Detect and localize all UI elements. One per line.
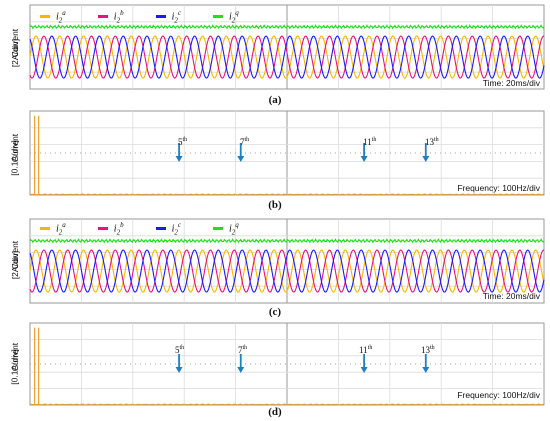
harmonic-label-11th: 11th — [359, 345, 373, 355]
legend-c: i2a i2b i2c i2q — [40, 221, 239, 236]
series-line-i2c — [29, 35, 545, 79]
harmonic-label-7th: 7th — [238, 345, 248, 355]
harmonic-arrow-head-11th — [360, 156, 368, 162]
time-scale-label: Time: 20ms/div — [482, 291, 540, 301]
spectrum-noise-floor — [29, 403, 545, 406]
series-line-i2a — [29, 249, 545, 293]
legend-label-c: i2c — [171, 9, 181, 25]
time-scale-label: Time: 20ms/div — [482, 78, 540, 88]
legend-label-q: i2q — [228, 9, 239, 25]
series-line-i2c — [29, 249, 545, 293]
waveform-plot-a — [29, 4, 545, 90]
spectrum-plot-d — [29, 322, 545, 406]
harmonic-arrow-head-11th — [360, 367, 368, 373]
series-line-i2q — [29, 24, 545, 30]
harmonic-label-13th: 13th — [421, 345, 435, 355]
harmonic-label-11th: 11th — [363, 137, 377, 147]
series-line-i2q — [29, 238, 545, 244]
caption-c: (c) — [268, 306, 282, 318]
legend-swatch-b — [97, 227, 108, 231]
panel-c: Current [2A/div] i2a i2b i2c i2q Time: 2… — [0, 214, 550, 320]
legend-label-b: i2b — [113, 9, 124, 25]
legend-swatch-a — [40, 15, 50, 19]
legend-label-q: i2q — [228, 221, 239, 237]
waveform-plot-c — [29, 218, 545, 304]
caption-b: (b) — [268, 199, 282, 211]
harmonic-label-5th: 5th — [175, 345, 185, 355]
harmonic-label-7th: 7th — [240, 137, 250, 147]
harmonic-arrow-head-5th — [175, 156, 183, 162]
legend-swatch-c — [155, 15, 166, 19]
harmonic-label-13th: 13th — [425, 137, 439, 147]
caption-d: (d) — [268, 406, 282, 418]
legend-label-c: i2c — [171, 221, 181, 237]
panel-a: Current [2A/div] i2a i2b i2c i2q Time: 2… — [0, 0, 550, 108]
series-line-i2b — [29, 249, 545, 293]
legend-swatch-q — [212, 227, 223, 231]
frequency-scale-label: Frequency: 100Hz/div — [457, 183, 540, 193]
harmonic-arrow-head-13th — [422, 156, 430, 162]
legend-a: i2a i2b i2c i2q — [40, 9, 239, 24]
spectrum-noise-floor — [29, 193, 545, 196]
series-line-i2b — [29, 35, 545, 79]
harmonic-arrow-head-7th — [237, 367, 245, 373]
harmonic-arrow-head-13th — [422, 367, 430, 373]
legend-swatch-a — [40, 227, 50, 231]
legend-swatch-q — [212, 15, 223, 19]
harmonic-arrow-head-5th — [175, 367, 183, 373]
panel-d: Current [0.1A/div] 5th 7th 11th 13th Fre… — [0, 320, 550, 421]
panel-b: Current [0.1A/div] 5th 7th 11th 13th Fre… — [0, 108, 550, 214]
legend-label-a: i2a — [56, 9, 66, 25]
frequency-scale-label: Frequency: 100Hz/div — [457, 390, 540, 400]
legend-label-b: i2b — [113, 221, 124, 237]
caption-a: (a) — [268, 94, 282, 106]
harmonic-arrow-head-7th — [237, 156, 245, 162]
spectrum-plot-b — [29, 110, 545, 196]
legend-swatch-c — [155, 227, 166, 231]
legend-label-a: i2a — [56, 221, 66, 237]
harmonic-label-5th: 5th — [178, 137, 188, 147]
legend-swatch-b — [97, 15, 108, 19]
series-line-i2a — [29, 35, 545, 79]
